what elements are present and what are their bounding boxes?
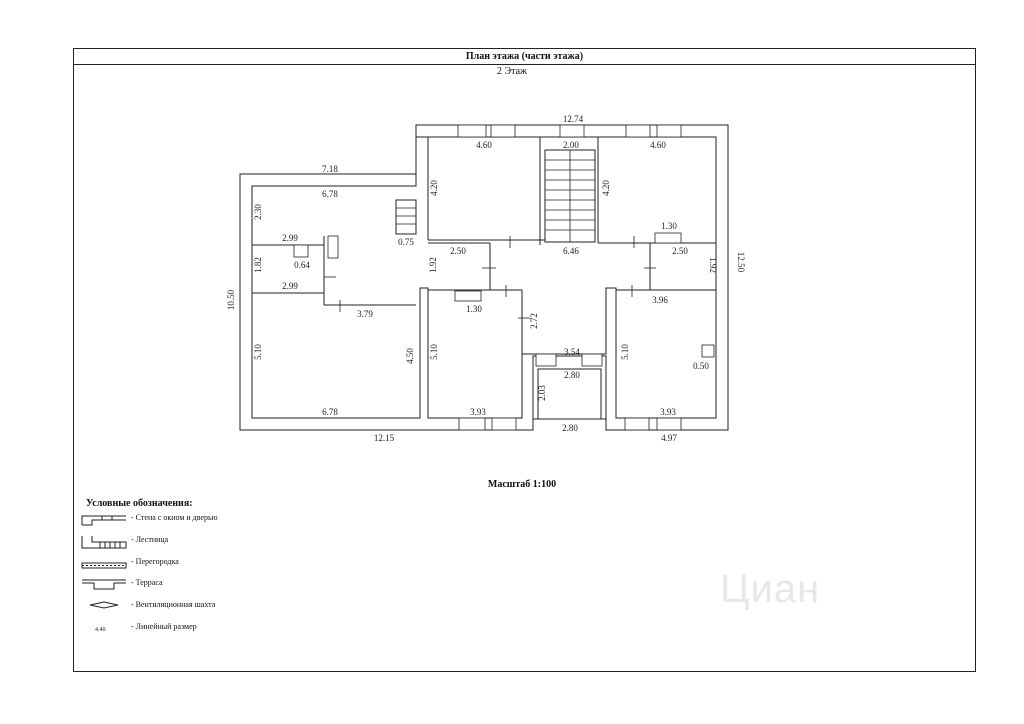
dim-terrace-height: 2.03: [537, 385, 547, 401]
dim-room-n2-width: 4.60: [650, 140, 666, 150]
dim-room-nw-width: 6.78: [322, 189, 338, 199]
dim-room-n2-height: 4.20: [601, 180, 611, 196]
dim-right-height: 12.50: [736, 252, 746, 273]
wall-window-door-icon: [81, 515, 126, 526]
stairs-icon: [81, 536, 127, 549]
legend-item-dimension: - Линейный размер: [131, 622, 197, 631]
dim-wc-height: 1.82: [253, 257, 263, 273]
scale-label: Масштаб 1:100: [487, 479, 557, 490]
legend-title: Условные обозначения:: [86, 498, 193, 509]
legend-item-terrace: - Терраса: [131, 578, 163, 587]
dim-terrace-width-top: 3.54: [564, 347, 580, 357]
dim-bath-right-height: 1.92: [708, 257, 718, 273]
legend-item-ventilation: - Вентиляционная шахта: [131, 600, 216, 609]
dim-room-n1-width: 4.60: [476, 140, 492, 150]
dim-stair-width: 2.00: [563, 140, 579, 150]
dim-room-sw-height-r: 4.50: [405, 348, 415, 364]
ventilation-shaft-icon: [89, 601, 119, 609]
dim-room-s2-width: 3.96: [652, 295, 668, 305]
dim-shaft-n: 1.30: [661, 221, 677, 231]
dim-left-wing-width: 7.18: [322, 164, 338, 174]
watermark: Циан: [720, 567, 821, 611]
floor-label: 2 Этаж: [497, 66, 527, 77]
dim-shaft-s: 1.30: [466, 304, 482, 314]
inner-wall: [251, 136, 717, 419]
dim-room-nw-height: 2.30: [253, 204, 263, 220]
legend-item-stairs: - Лестница: [131, 535, 169, 544]
dim-terrace-width-bottom: 2.80: [562, 423, 578, 433]
dim-bath-right-width: 2.50: [672, 246, 688, 256]
dim-total-width-bottom: 12.15: [374, 433, 395, 443]
terrace-icon: [82, 579, 126, 590]
dim-room-sw-height-l: 5.10: [253, 344, 263, 360]
dim-corridor-height: 2.72: [529, 313, 539, 329]
dim-shaft-se: 0.50: [693, 361, 709, 371]
dim-total-width-top: 12.74: [563, 114, 584, 124]
legend-item-wall: - Стена с окном и дверью: [131, 513, 218, 522]
dim-hall-width: 2.99: [282, 281, 298, 291]
dim-right-part-width: 4.97: [661, 433, 677, 443]
drawing-frame: [73, 48, 976, 672]
dim-room-s1-height: 5.10: [429, 344, 439, 360]
outer-wall: [239, 124, 729, 431]
partition-icon: [81, 562, 127, 569]
dim-wc-width: 2.99: [282, 233, 298, 243]
plan-title: План этажа (части этажа): [73, 48, 976, 65]
dim-bath-left-width: 2.50: [450, 246, 466, 256]
legend-item-partition: - Перегородка: [131, 557, 179, 566]
dim-left-height: 10.50: [226, 289, 236, 310]
dim-room-s2-height: 5.10: [620, 344, 630, 360]
dim-hall-width-center: 6.46: [563, 246, 579, 256]
dim-bath-left-height: 1.92: [428, 257, 438, 273]
dim-room-s1-width: 3.93: [470, 407, 486, 417]
dim-room-n1-height: 4.20: [429, 180, 439, 196]
dim-shaft-nw: 0.64: [294, 260, 310, 270]
dim-room-sw-width: 6.78: [322, 407, 338, 417]
dim-stair-small-width: 0.75: [398, 237, 414, 247]
dim-terrace-inner: 2.80: [564, 370, 580, 380]
dim-room-s2-width-bottom: 3.93: [660, 407, 676, 417]
linear-dimension-symbol: 4.40: [95, 627, 106, 633]
dim-corridor-w: 3.79: [357, 309, 373, 319]
